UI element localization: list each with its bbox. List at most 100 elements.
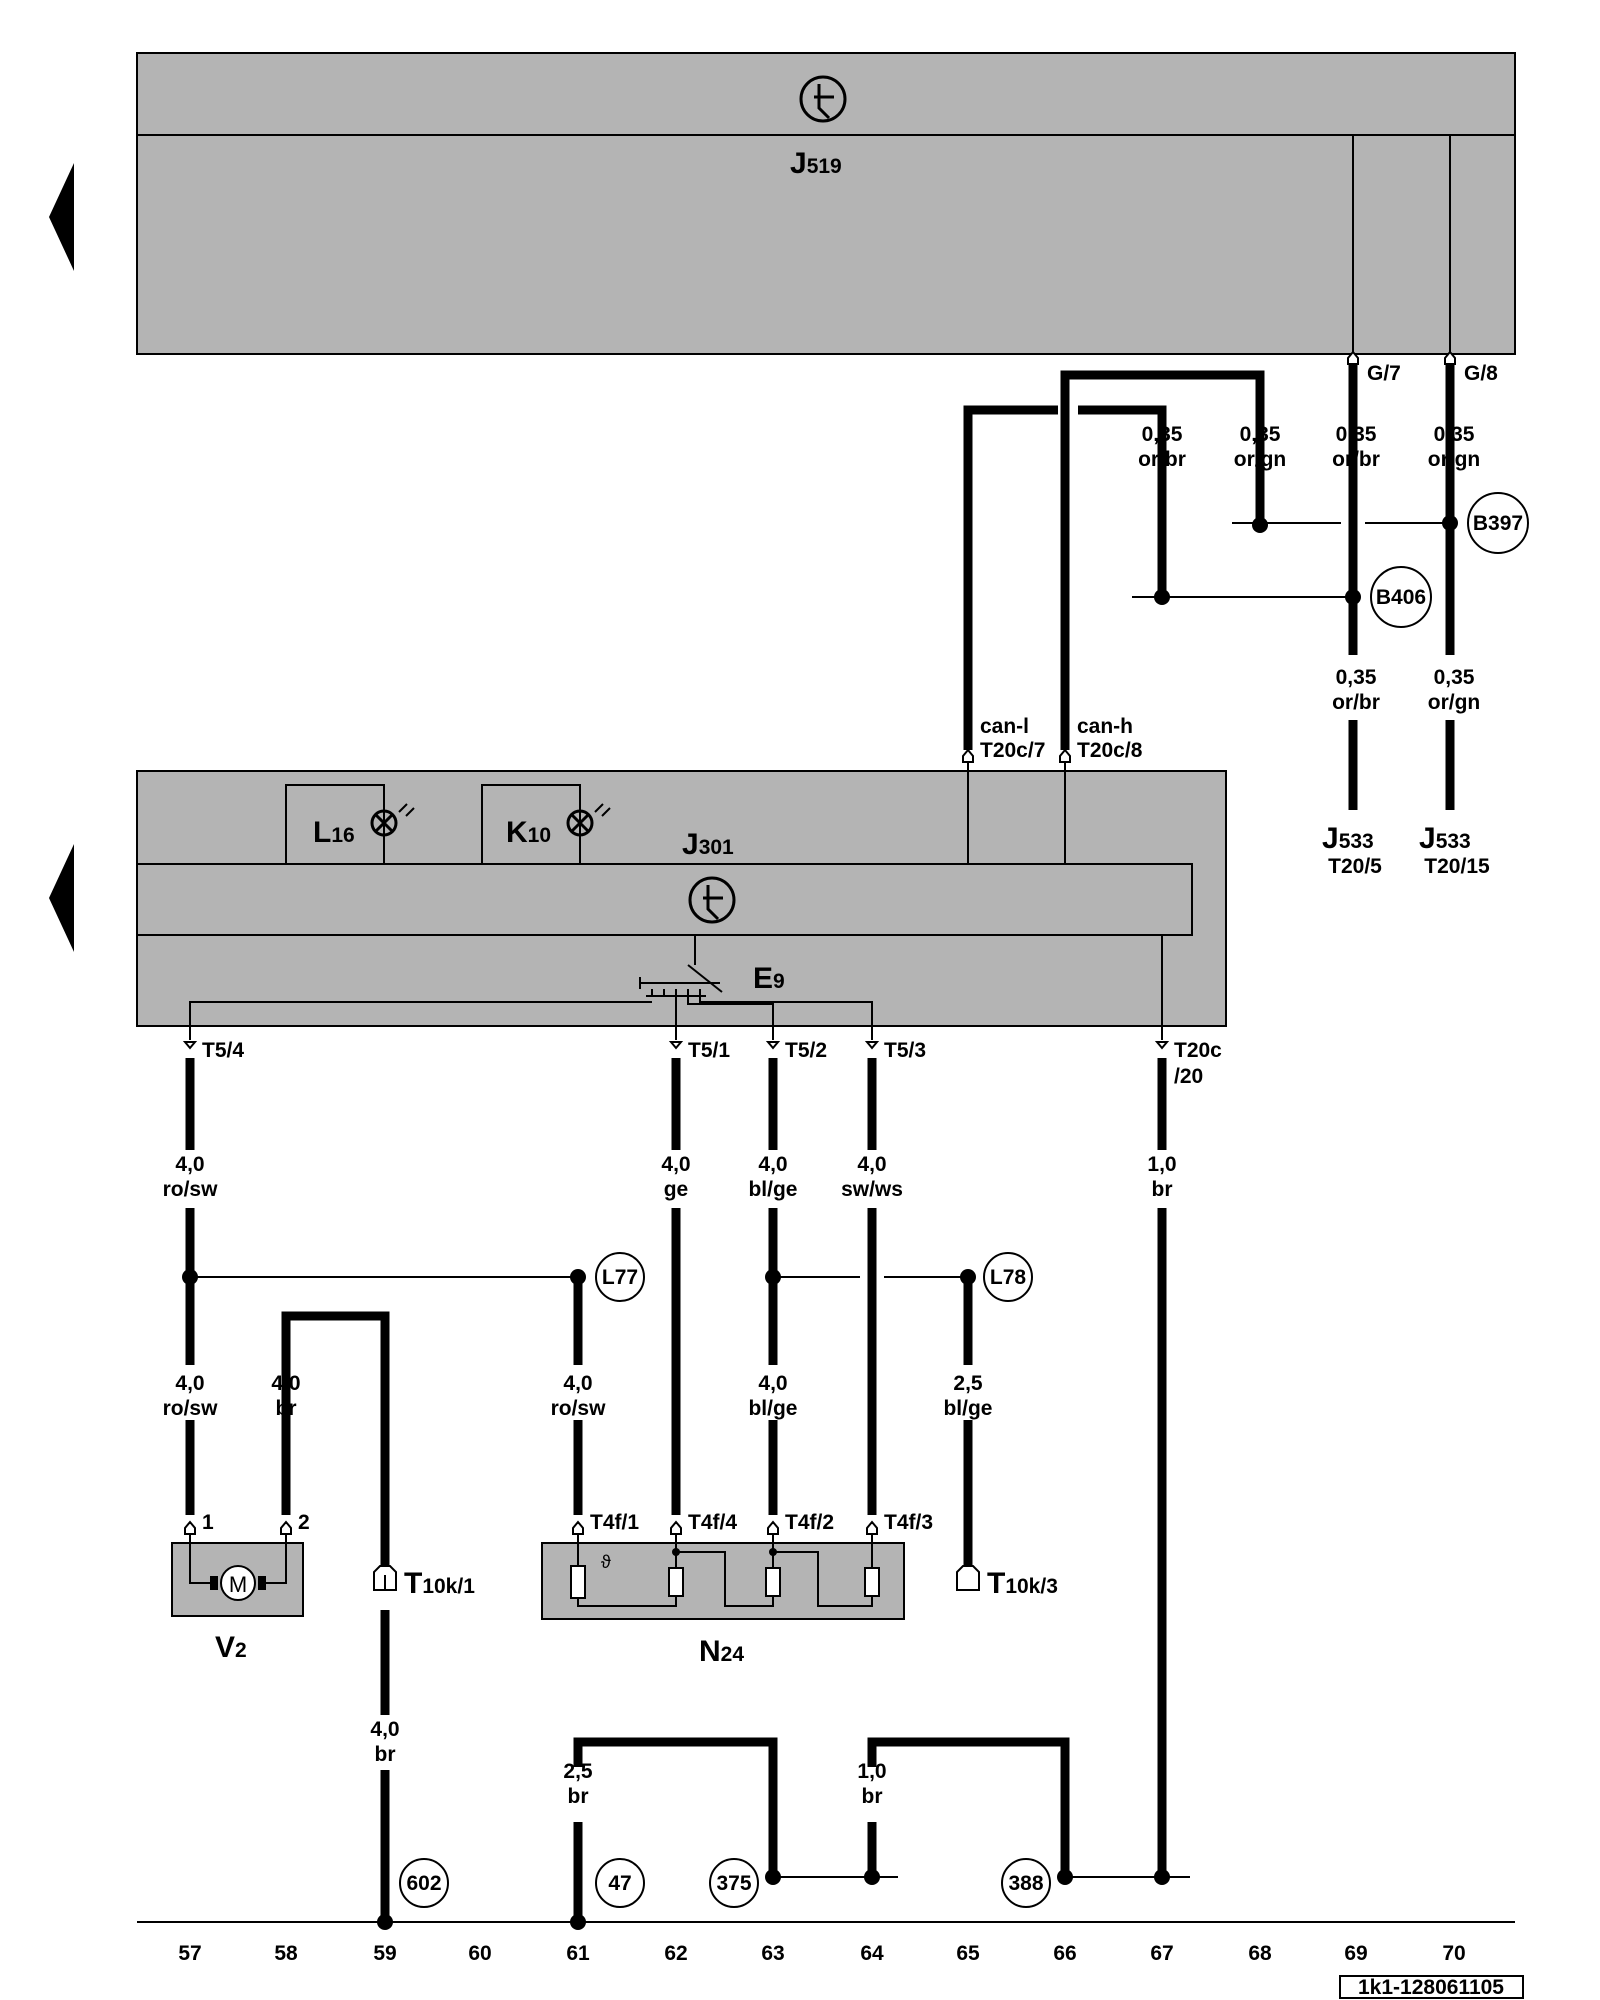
track-number: 68: [1248, 1942, 1272, 1965]
l16-label: L: [313, 816, 331, 849]
wire-color: br: [1152, 1178, 1173, 1201]
resistor-icon-2: [765, 1567, 781, 1597]
motor-letter: M: [229, 1572, 247, 1597]
electronic-control-unit-icon-2: [688, 876, 736, 924]
wire-color: or/br: [1138, 448, 1186, 471]
motor-icon: M: [210, 1565, 266, 1601]
ref-375: 375: [716, 1872, 751, 1895]
wire-size: 4,0: [175, 1153, 204, 1176]
wire-color: or/br: [1332, 691, 1380, 714]
wire-color: ro/sw: [163, 1397, 219, 1420]
pin-t5-2: T5/2: [785, 1039, 827, 1062]
track-number: 63: [761, 1942, 784, 1965]
ref-388: 388: [1008, 1872, 1043, 1895]
pin-t20c8: T20c/8: [1077, 739, 1143, 762]
n24-subscript: 24: [721, 1643, 745, 1666]
pin-t20c7: T20c/7: [980, 739, 1045, 762]
svg-text:J533: J533: [1322, 822, 1374, 855]
track-number: 61: [566, 1942, 590, 1965]
wire-size: 4,0: [661, 1153, 690, 1176]
wire-size: 2,5: [953, 1372, 983, 1395]
pin-v2-1: 1: [202, 1511, 214, 1534]
wire-size: 1,0: [1147, 1153, 1176, 1176]
pin-t5-3: T5/3: [884, 1039, 926, 1062]
k10-label: K: [506, 816, 528, 849]
ref-l78: L78: [990, 1266, 1027, 1289]
svg-text:N24: N24: [699, 1635, 744, 1668]
diagram-id: 1k1-128061105: [1358, 1976, 1504, 1999]
wire-color: br: [276, 1397, 297, 1420]
j533-right-pin: T20/15: [1424, 855, 1490, 878]
previous-page-arrow-2[interactable]: [49, 844, 74, 952]
svg-text:K10: K10: [506, 816, 551, 849]
pin-t4f3: T4f/3: [884, 1511, 933, 1534]
j301-subscript: 301: [699, 836, 734, 859]
track-number: 57: [178, 1942, 201, 1965]
j519-subscript: 519: [807, 155, 842, 178]
wire-color: bl/ge: [943, 1397, 992, 1420]
wire-color: sw/ws: [841, 1178, 903, 1201]
wire-size: 4,0: [758, 1153, 787, 1176]
n24-resistor-block: ϑ N24: [541, 1534, 905, 1668]
v2-motor: M V2: [171, 1534, 304, 1664]
pin-t5-1: T5/1: [688, 1039, 730, 1062]
wire-color: br: [862, 1785, 883, 1808]
j519-control-unit: J519: [136, 52, 1516, 355]
pin-g8: G/8: [1464, 362, 1498, 385]
svg-text:T10k/3: T10k/3: [987, 1567, 1058, 1600]
previous-page-arrow[interactable]: [49, 163, 74, 271]
lamp-icon-2: [566, 803, 611, 837]
j301-control-unit: J301 L16 K10 E9: [136, 760, 1227, 1040]
ref-602: 602: [406, 1872, 441, 1895]
wire-size: 0,35: [1336, 666, 1377, 689]
connector-t10k3: T10k/3: [956, 1565, 1058, 1600]
l16-subscript: 16: [331, 824, 354, 847]
pin-can-h: can-h: [1077, 715, 1133, 738]
v2-label: V: [215, 1631, 235, 1664]
pin-t4f4: T4f/4: [688, 1511, 737, 1534]
wire-size: 4,0: [370, 1718, 399, 1741]
pin-t4f2: T4f/2: [785, 1511, 834, 1534]
track-number: 69: [1344, 1942, 1367, 1965]
svg-text:V2: V2: [215, 1631, 247, 1664]
pin-t20c: T20c: [1174, 1039, 1222, 1062]
j533-right-label: J: [1419, 822, 1436, 855]
electronic-control-unit-icon: [799, 75, 847, 123]
connector-t10k1: T10k/1: [373, 1565, 475, 1600]
lamp-icon: [370, 803, 415, 837]
wire-color: br: [375, 1743, 396, 1766]
track-number: 59: [373, 1942, 396, 1965]
track-number: 67: [1150, 1942, 1173, 1965]
wire-size: 4,0: [175, 1372, 204, 1395]
wire-size: 0,35: [1336, 423, 1377, 446]
svg-text:J533: J533: [1419, 822, 1471, 855]
track-number: 62: [664, 1942, 687, 1965]
track-number: 64: [860, 1942, 884, 1965]
k10-subscript: 10: [528, 824, 551, 847]
t10k1-label: T: [404, 1567, 422, 1600]
theta-symbol: ϑ: [601, 1552, 611, 1572]
track-number: 66: [1053, 1942, 1076, 1965]
thermistor-icon: ϑ: [570, 1552, 611, 1599]
wire-size: 0,35: [1240, 423, 1281, 446]
j533-left-label: J: [1322, 822, 1339, 855]
pin-g7: G/7: [1367, 362, 1401, 385]
resistor-icon-3: [864, 1567, 880, 1597]
pin-can-l: can-l: [980, 715, 1029, 738]
track-number: 70: [1442, 1942, 1465, 1965]
track-number: 60: [468, 1942, 491, 1965]
j301-label: J: [682, 828, 699, 861]
j533-left-pin: T20/5: [1328, 855, 1382, 878]
resistor-icon: [668, 1567, 684, 1597]
svg-text:E9: E9: [753, 962, 785, 995]
pin-markers: [182, 350, 1456, 1535]
pin-t4f1: T4f/1: [590, 1511, 639, 1534]
e9-label: E: [753, 962, 773, 995]
wire-size: 0,35: [1142, 423, 1183, 446]
e9-subscript: 9: [773, 970, 785, 993]
j519-label: J: [790, 147, 807, 180]
track-number: 58: [274, 1942, 298, 1965]
diagram-id-box: 1k1-128061105: [1339, 1975, 1524, 1999]
